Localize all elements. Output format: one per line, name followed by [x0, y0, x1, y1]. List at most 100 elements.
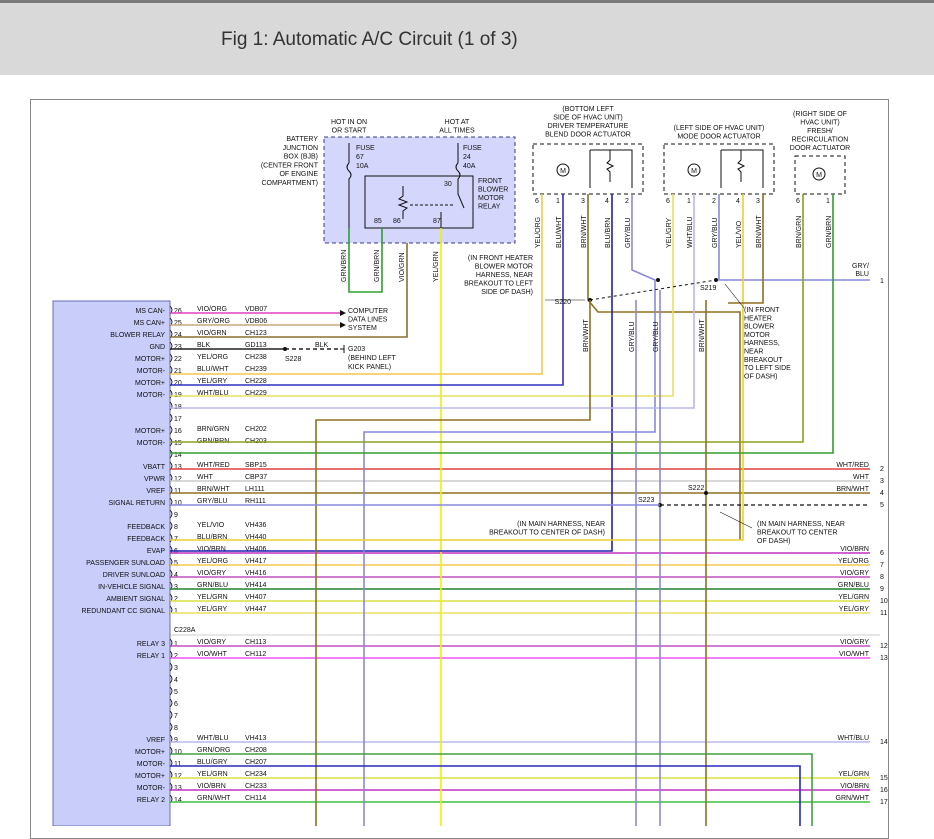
branch-wire-label: BRN/WHT [583, 319, 590, 352]
bjb-label: JUNCTION [283, 145, 318, 152]
wire-mode-feedback [170, 194, 744, 541]
connector-pin [169, 710, 173, 720]
pin-number: 26 [174, 308, 182, 315]
actuator-pin: 4 [736, 198, 740, 205]
module-pin-label: MS CAN- [135, 308, 165, 315]
front-heater-left-note: BLOWER MOTOR [475, 264, 533, 271]
connector-label: C228A [174, 627, 196, 634]
front-heater-right-note: OF DASH) [744, 373, 777, 380]
right-pin-number: 2 [880, 466, 884, 473]
right-pin-number: 8 [880, 574, 884, 581]
actuator-wire-label: BRN/WHT [581, 215, 588, 248]
right-wire-label: YEL/GRN [838, 594, 869, 601]
relay-label: FRONT [478, 178, 503, 185]
bjb-wire-label: VIO/GRN [399, 252, 406, 282]
front-heater-right-note: NEAR [744, 349, 763, 356]
front-heater-left-note: (IN FRONT HEATER [468, 255, 533, 262]
right-pin-number: 12 [880, 643, 888, 650]
module-pin-label: MOTOR+ [135, 356, 165, 363]
connector-pin [169, 353, 173, 363]
actuator-pin: 4 [605, 198, 609, 205]
actuator-wire-label: GRY/BLU [712, 217, 719, 248]
fuse-label: 10A [356, 163, 369, 170]
relay-label: RELAY [478, 204, 501, 211]
right-wire-label: YEL/GRY [839, 606, 870, 613]
actuator-pin: 6 [666, 198, 670, 205]
actuator-pin: 1 [826, 198, 830, 205]
front-heater-left-note: BREAKOUT TO LEFT [464, 281, 534, 288]
relay-pin: 85 [374, 218, 382, 225]
wire-color-label: BLU/GRY [197, 759, 228, 766]
pin-number: 1 [174, 608, 178, 615]
pin-number: 13 [174, 464, 182, 471]
circuit-id-label: VDB07 [245, 306, 267, 313]
wire-mode-return [718, 194, 870, 281]
relay-pin: 87 [433, 218, 441, 225]
leader [719, 511, 753, 529]
wire-color-label: WHT/BLU [197, 735, 229, 742]
connector-pin [169, 698, 173, 708]
ground-label: KICK PANEL) [348, 364, 391, 371]
wire-color-label: YEL/GRN [197, 771, 228, 778]
s228-splice [283, 347, 287, 351]
ground-label: (BEHIND LEFT [348, 355, 397, 362]
right-pin-number: 17 [880, 799, 888, 806]
mode-motor-icon [687, 163, 701, 177]
wire-color-label: VIO/GRY [197, 639, 226, 646]
right-wire-label: VIO/GRY [840, 639, 869, 646]
ground-label: G203 [348, 346, 365, 353]
main-harness-center-note: BREAKOUT TO CENTER OF DASH) [489, 530, 605, 537]
fuse-24-icon [455, 143, 461, 182]
wire-blend-vref [587, 194, 741, 540]
right-pin-number: 13 [880, 655, 888, 662]
circuit-id-label: VH407 [245, 594, 267, 601]
wire-color-label: VIO/ORG [197, 306, 227, 313]
right-wire-label: WHT [853, 474, 870, 481]
circuit-id-label: VH414 [245, 582, 267, 589]
actuator-wire-label: GRN/BRN [826, 216, 833, 248]
circuit-id-label: CH238 [245, 354, 267, 361]
bjb-wire-label: GRN/BRN [341, 250, 348, 282]
blend-actuator-label: DRIVER TEMPERATURE [548, 123, 629, 130]
header-bar: Fig 1: Automatic A/C Circuit (1 of 3) [0, 0, 934, 75]
circuit-id-label: RH111 [245, 498, 266, 505]
module-pin-label: MOTOR- [137, 440, 166, 447]
right-wire-label: YEL/ORG [838, 558, 869, 565]
blend-actuator-label: BLEND DOOR ACTUATOR [545, 132, 631, 139]
pin-number: 20 [174, 380, 182, 387]
bjb-wire-label: YEL/GRN [433, 251, 440, 282]
wire-color-label: BLK [197, 342, 211, 349]
main-harness-center-note: (IN MAIN HARNESS, NEAR [517, 521, 605, 528]
wire-color-label: GRY/BLU [197, 498, 228, 505]
wire-bjb-ground [348, 228, 383, 293]
module-pin-label: BLOWER RELAY [110, 332, 165, 339]
pin-number: 12 [174, 773, 182, 780]
splice-link [589, 279, 717, 301]
fuse-label: FUSE [356, 145, 375, 152]
circuit-id-label: CH112 [245, 651, 266, 658]
module-pin-label: MOTOR+ [135, 428, 165, 435]
hvac-control-module [52, 300, 171, 826]
module-pin-label: GND [149, 344, 165, 351]
circuit-id-label: CH123 [245, 330, 267, 337]
right-pin-number: 16 [880, 787, 888, 794]
pin-number: 11 [174, 761, 181, 768]
blend-motor-icon [556, 163, 570, 177]
wire-color-label: YEL/GRY [197, 378, 228, 385]
connector-pin [169, 389, 173, 399]
wire-blower-relay [170, 230, 408, 338]
right-pin-number: 14 [880, 739, 888, 746]
pin-number: 8 [174, 524, 178, 531]
right-wire-label: VIO/WHT [839, 651, 870, 658]
pin-number: 14 [174, 452, 182, 459]
relay-box [364, 175, 474, 229]
wire-vref-branch [315, 300, 591, 826]
wire-color-label: VIO/BRN [197, 546, 226, 553]
computer-data-lines-label: DATA LINES [348, 317, 388, 324]
s219-splice-b [714, 278, 718, 282]
recirc-actuator-label: FRESH/ [807, 128, 833, 135]
connector-pin [169, 674, 173, 684]
circuit-id-label: CH114 [245, 795, 266, 802]
wire-recirc-motor-plus [170, 194, 804, 443]
wire-color-label: WHT/RED [197, 462, 230, 469]
